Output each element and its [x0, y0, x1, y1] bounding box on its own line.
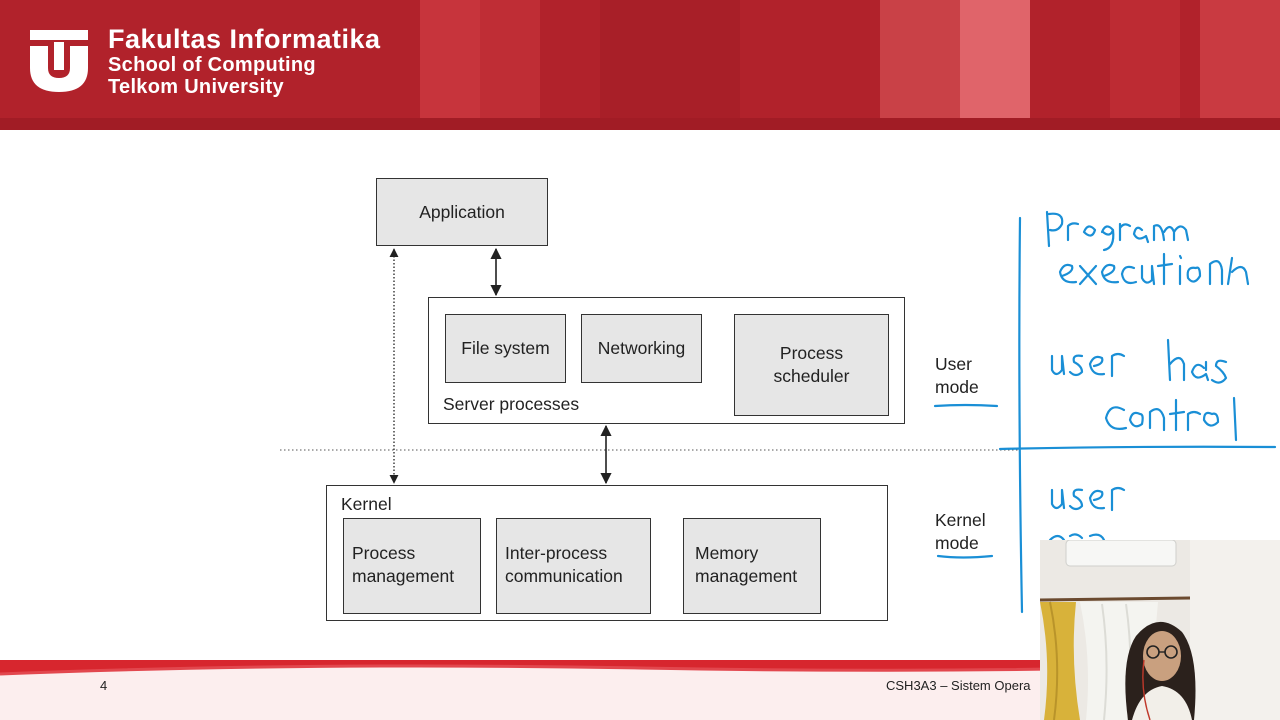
- memory-management-label-line2: management: [695, 566, 798, 586]
- process-management-label-line2: management: [352, 566, 455, 586]
- process-scheduler-label-line2: scheduler: [773, 366, 850, 386]
- footer-wave: [0, 660, 1280, 720]
- server-processes-box: File system Networking Process scheduler…: [428, 297, 905, 424]
- banner-bottom-band: [0, 118, 1280, 130]
- user-mode-label-line2: mode: [935, 377, 979, 397]
- kernel-label: Kernel: [341, 494, 392, 514]
- kernel-mode-label-line1: Kernel: [935, 510, 986, 530]
- banner-stripe: [480, 0, 540, 130]
- kernel-box: Kernel Process management Inter-process …: [326, 485, 888, 621]
- banner-stripe: [600, 0, 740, 130]
- page-number: 4: [100, 678, 108, 693]
- brand-text: Fakultas Informatika School of Computing…: [108, 24, 381, 98]
- header-banner: Fakultas Informatika School of Computing…: [0, 0, 1280, 130]
- course-code: CSH3A3 – Sistem Opera: [886, 678, 1031, 693]
- networking-label: Networking: [597, 338, 686, 358]
- memory-management-label-line1: Memory: [695, 543, 759, 563]
- process-management-label-line1: Process: [352, 543, 416, 563]
- banner-stripe: [420, 0, 490, 130]
- networking-box: Networking: [581, 314, 702, 383]
- webcam-video: [1040, 540, 1280, 720]
- server-processes-label: Server processes: [443, 394, 580, 414]
- school-name: School of Computing: [108, 54, 316, 76]
- faculty-name: Fakultas Informatika: [108, 24, 381, 54]
- user-mode-label-line1: User: [935, 354, 972, 374]
- application-label: Application: [419, 201, 505, 222]
- user-mode-label: User mode: [935, 353, 979, 399]
- banner-stripe: [960, 0, 1030, 130]
- presenter-video-frame: [1040, 540, 1280, 720]
- ipc-box: Inter-process communication: [496, 518, 651, 614]
- process-management-box: Process management: [343, 518, 481, 614]
- file-system-label: File system: [461, 338, 550, 358]
- process-scheduler-box: Process scheduler: [734, 314, 889, 416]
- kernel-mode-label: Kernel mode: [935, 509, 986, 555]
- university-name: Telkom University: [108, 76, 284, 98]
- banner-stripe: [1110, 0, 1180, 130]
- kernel-mode-label-line2: mode: [935, 533, 979, 553]
- memory-management-box: Memory management: [683, 518, 821, 614]
- banner-stripe: [1200, 0, 1280, 130]
- ipc-label-line1: Inter-process: [505, 543, 608, 563]
- file-system-box: File system: [445, 314, 566, 383]
- telkom-university-logo: [30, 30, 88, 92]
- process-scheduler-label-line1: Process: [779, 343, 844, 363]
- ipc-label-line2: communication: [505, 566, 623, 586]
- application-box: Application: [376, 178, 548, 246]
